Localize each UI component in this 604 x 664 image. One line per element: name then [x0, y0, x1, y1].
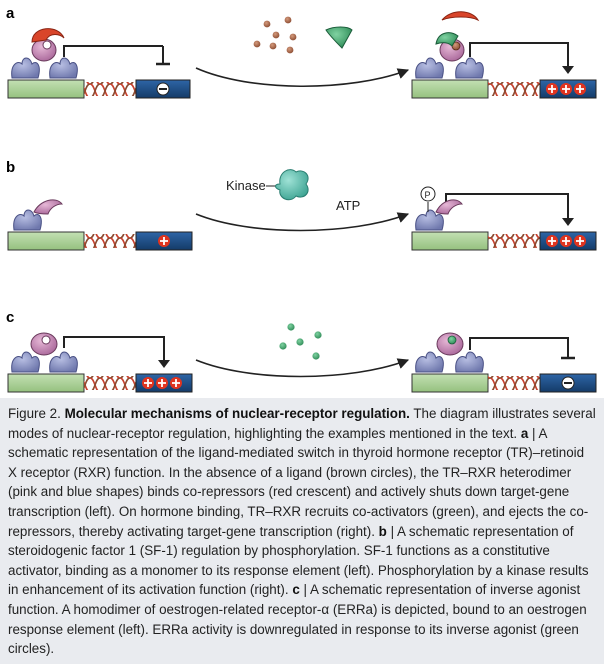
caption-label-a: a	[520, 425, 529, 441]
panel-label-a: a	[6, 5, 15, 22]
caption-box: Figure 2. Molecular mechanisms of nuclea…	[0, 398, 604, 664]
plus-signs-icon	[142, 377, 182, 389]
dna-helix	[488, 376, 540, 390]
receptor-blue	[415, 209, 444, 231]
activation-line	[445, 193, 569, 222]
receptor-pink-tail	[435, 199, 464, 215]
figure-diagram: a	[6, 5, 597, 393]
dna-helix	[84, 376, 136, 390]
dna-response-element	[411, 231, 489, 251]
receptor-blue-left	[415, 57, 444, 79]
plus-signs-icon	[546, 83, 586, 95]
activation-line	[63, 336, 165, 364]
receptor-pink-tail	[33, 199, 64, 215]
figure-caption: Figure 2. Molecular mechanisms of nuclea…	[8, 404, 596, 659]
receptor-blue-right	[49, 57, 78, 79]
coactivator-icon	[435, 32, 459, 47]
dna-response-element	[7, 373, 85, 393]
inverse-agonist-circles-icon	[279, 323, 322, 360]
receptor-blue-right	[455, 351, 484, 373]
dna-helix	[84, 82, 136, 96]
repression-line	[469, 337, 569, 358]
phosphate-icon	[420, 186, 436, 202]
panel-a-right-construct	[411, 11, 597, 99]
dna-helix	[488, 234, 540, 248]
receptor-blue-right	[49, 351, 78, 373]
panel-c-left-construct	[7, 332, 193, 393]
panel-a-left-construct	[7, 28, 191, 99]
panel-c-right-construct	[411, 332, 597, 393]
kinase-group: Kinase ATP	[226, 169, 360, 213]
dna-response-element	[7, 231, 85, 251]
plus-signs-icon	[158, 235, 170, 247]
caption-title: Molecular mechanisms of nuclear-receptor…	[64, 406, 410, 421]
receptor-blue-left	[11, 351, 40, 373]
kinase-icon	[275, 169, 309, 201]
dna-response-element	[7, 79, 85, 99]
bound-agonist-icon	[447, 335, 457, 345]
caption-text-a: | A schematic representation of the liga…	[8, 425, 589, 539]
dna-response-element	[411, 373, 489, 393]
receptor-blue-left	[11, 57, 40, 79]
caption-label-b: b	[378, 523, 387, 539]
dna-helix	[488, 82, 540, 96]
repression-line	[63, 45, 163, 57]
atp-label: ATP	[336, 198, 360, 213]
caption-label-c: c	[292, 582, 300, 598]
corepressor-icon	[31, 28, 65, 43]
dna-response-element	[411, 79, 489, 99]
panel-label-b: b	[6, 159, 15, 176]
caption-text-c: | A schematic representation of inverse …	[8, 582, 587, 657]
phosphate-label: P	[425, 190, 431, 200]
transition-arrow-c	[195, 358, 410, 378]
corepressor-icon	[441, 11, 480, 22]
panel-b-left-construct	[7, 199, 193, 251]
transition-arrow-a	[195, 67, 410, 88]
transition-arrow-b	[195, 212, 410, 232]
receptor-pink	[436, 332, 464, 356]
kinase-label: Kinase	[226, 178, 266, 193]
caption-intro: The diagram illustrates several modes of…	[8, 406, 596, 441]
receptor-blue-right	[455, 57, 484, 79]
plus-signs-icon	[546, 235, 586, 247]
panel-label-c: c	[6, 309, 14, 326]
coactivator-icon	[325, 26, 353, 49]
caption-text-b: | A schematic representation of steroido…	[8, 523, 589, 598]
activation-line	[469, 42, 569, 70]
ligand-circles-icon	[253, 16, 297, 54]
figure: a	[6, 5, 597, 393]
caption-figure-number: Figure 2.	[8, 406, 61, 421]
dna-helix	[84, 234, 136, 248]
receptor-blue-left	[415, 351, 444, 373]
receptor-blue	[13, 209, 42, 231]
panel-b-right-construct: P	[411, 186, 597, 251]
